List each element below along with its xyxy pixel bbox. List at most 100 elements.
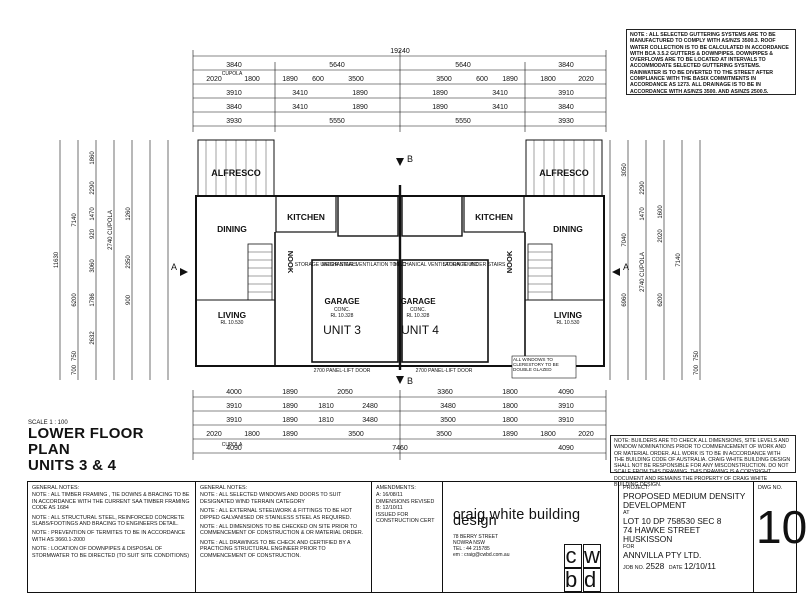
panel-door-unit4: 2700 PANEL-LIFT DOOR bbox=[416, 368, 473, 374]
dim-left-a: 7140 bbox=[72, 213, 78, 227]
dim-top-r4-1: 3840 bbox=[226, 104, 242, 111]
general-note-2a: NOTE : ALL SELECTED WINDOWS AND DOORS TO… bbox=[200, 492, 342, 505]
dim-top-3: 5640 bbox=[455, 62, 471, 69]
unit-label-4: UNIT 4 bbox=[401, 323, 439, 337]
project-name: PROPOSED MEDIUM DENSITY DEVELOPMENT bbox=[623, 491, 746, 511]
dim-top-r3-3: 1890 bbox=[352, 90, 368, 97]
dim-top-r2-6: 3500 bbox=[436, 76, 452, 83]
dim-top-r5-1: 3930 bbox=[226, 118, 242, 125]
dim-left-10: 6200 bbox=[72, 293, 78, 307]
room-garage-unit4: GARAGE bbox=[400, 297, 436, 306]
dim-top-r5-3: 5550 bbox=[455, 118, 471, 125]
dim-left-9: 2632 bbox=[90, 331, 96, 345]
dim-bot-r4-5: 3500 bbox=[436, 431, 452, 438]
firm-addr-3: TEL : 44 215785 bbox=[453, 546, 490, 552]
dim-left-overall: 11630 bbox=[54, 251, 60, 268]
dim-left-6: 3060 bbox=[90, 259, 96, 273]
dim-right-7: 2740 CUPOLA bbox=[640, 252, 646, 292]
dim-bot-r2-4: 2480 bbox=[362, 403, 378, 410]
dim-left-b: 2740 CUPOLA bbox=[108, 210, 114, 250]
general-note-2d: NOTE : ALL DRAWINGS TO BE CHECK AND CERT… bbox=[200, 539, 351, 559]
amendments-head: AMENDMENTS: bbox=[376, 485, 416, 491]
dim-bot-r2-3: 1810 bbox=[318, 403, 334, 410]
room-garage-unit3: GARAGE bbox=[324, 297, 360, 306]
job-no-head: JOB NO. bbox=[623, 565, 645, 571]
dim-top-4: 3840 bbox=[558, 62, 574, 69]
address-line-3: HUSKISSON bbox=[623, 534, 673, 544]
guttering-note-text: NOTE : ALL SELECTED GUTTERING SYSTEMS AR… bbox=[630, 32, 789, 95]
client-name: ANNVILLA PTY LTD. bbox=[623, 550, 702, 561]
dim-bot-r3-4: 3480 bbox=[362, 417, 378, 424]
section-mark-a-left: A bbox=[171, 262, 177, 272]
dim-top-r3-6: 3910 bbox=[558, 90, 574, 97]
dim-right-10: 6200 bbox=[658, 293, 664, 307]
dim-top-r2-9: 1800 bbox=[540, 76, 556, 83]
living-rl-unit4: RL 10.530 bbox=[557, 320, 580, 326]
dim-right-1: 3050 bbox=[622, 163, 628, 177]
drawing-title: SCALE 1 : 100 LOWER FLOOR PLAN UNITS 3 &… bbox=[28, 420, 168, 474]
dim-left-13: 900 bbox=[126, 294, 132, 305]
dim-bot-r1-2: 1890 bbox=[282, 389, 298, 396]
dim-left-4: 920 bbox=[90, 228, 96, 239]
firm-name: craig white building design bbox=[453, 507, 581, 530]
dim-bot-r3-7: 3910 bbox=[558, 417, 574, 424]
dim-top-r2-4: 600 bbox=[312, 76, 324, 83]
dim-bot-r2-7: 3910 bbox=[558, 403, 574, 410]
floor-plan-drawing: 19240 3840 5640 5640 3840 2020 1800 1890… bbox=[54, 48, 701, 460]
general-note-1a: NOTE : ALL TIMBER FRAMING , TIE DOWNS & … bbox=[32, 492, 190, 512]
dim-top-r5-2: 5550 bbox=[329, 118, 345, 125]
section-mark-b-bottom: B bbox=[407, 376, 413, 386]
firm-block: craig white building design 78 BERRY STR… bbox=[443, 482, 619, 592]
room-nook-unit3: NOOK bbox=[286, 251, 295, 274]
dim-top-r4-6: 3840 bbox=[558, 104, 574, 111]
dim-top-r4-5: 3410 bbox=[492, 104, 508, 111]
for-head: FOR bbox=[623, 543, 635, 550]
firm-address: 78 BERRY STREET NOWRA NSW TEL : 44 21578… bbox=[453, 534, 509, 558]
amend-5: CONSTRUCTION CERT bbox=[376, 518, 435, 525]
dim-bot-r4-8: 2020 bbox=[578, 431, 594, 438]
room-living-unit4: LIVING bbox=[554, 310, 583, 320]
address-line-1: LOT 10 DP 758530 SEC 8 bbox=[623, 516, 722, 527]
dim-bot-r3-5: 3500 bbox=[440, 417, 456, 424]
at-head: AT bbox=[623, 510, 630, 516]
drawing-number-block: DWG NO. 10 bbox=[754, 482, 807, 592]
room-living-unit3: LIVING bbox=[218, 310, 247, 320]
drawing-title-line2: UNITS 3 & 4 bbox=[28, 457, 117, 474]
unit-label-3: UNIT 3 bbox=[323, 323, 361, 337]
general-notes-1: GENERAL NOTES: NOTE : ALL TIMBER FRAMING… bbox=[28, 482, 196, 592]
windows-note: ALL WINDOWS TO CLERESTORY TO BE DOUBLE G… bbox=[513, 357, 559, 373]
dim-bot-r3-2: 1890 bbox=[282, 417, 298, 424]
amend-2: DIMENSIONS REVISED bbox=[376, 498, 435, 505]
general-note-2b: NOTE : ALL EXTERNAL STEELWORK & FITTINGS… bbox=[200, 508, 352, 521]
room-alfresco-unit3: ALFRESCO bbox=[211, 168, 261, 178]
dim-top-r2-2: 1800 bbox=[244, 76, 260, 83]
firm-addr-4: em : craig@cwbd.com.au bbox=[453, 552, 510, 558]
dim-right-11: 750 bbox=[694, 350, 700, 361]
dim-right-9: 6960 bbox=[622, 293, 628, 307]
dim-bot-r1-6: 4090 bbox=[558, 389, 574, 396]
general-notes-2: GENERAL NOTES: NOTE : ALL SELECTED WINDO… bbox=[196, 482, 372, 592]
garage-rl-unit4: RL 10.328 bbox=[407, 313, 430, 319]
amend-4: ISSUED FOR bbox=[376, 511, 409, 518]
dim-left-1: 1860 bbox=[90, 151, 96, 165]
dim-left-8: 1786 bbox=[90, 293, 96, 307]
dim-top-r2-5: 3500 bbox=[348, 76, 364, 83]
dim-right-6: 7040 bbox=[622, 233, 628, 247]
room-kitchen-unit4: KITCHEN bbox=[475, 212, 513, 222]
general-note-1d: NOTE : LOCATION OF DOWNPIPES & DISPOSAL … bbox=[32, 546, 189, 559]
dim-bot-r1-4: 3360 bbox=[437, 389, 453, 396]
dim-left-12: 700 bbox=[72, 364, 78, 375]
drawing-scale: SCALE 1 : 100 bbox=[28, 420, 68, 426]
dim-left-7: 2350 bbox=[126, 255, 132, 269]
mech-vent-unit4: MECHANICAL VENTILATION TO WC bbox=[394, 262, 479, 268]
dim-top-r2-7: 600 bbox=[476, 76, 488, 83]
dim-bot-r2-1: 3910 bbox=[226, 403, 242, 410]
dim-bot-r1-5: 1800 bbox=[502, 389, 518, 396]
stair-storage-unit3: STORAGE UNDER STAIRS bbox=[295, 262, 358, 268]
drawing-number: 10 bbox=[756, 501, 807, 553]
dim-top-r5-4: 3930 bbox=[558, 118, 574, 125]
garage-rl-unit3: RL 10.328 bbox=[331, 313, 354, 319]
dim-overall-top: 19240 bbox=[390, 48, 410, 55]
